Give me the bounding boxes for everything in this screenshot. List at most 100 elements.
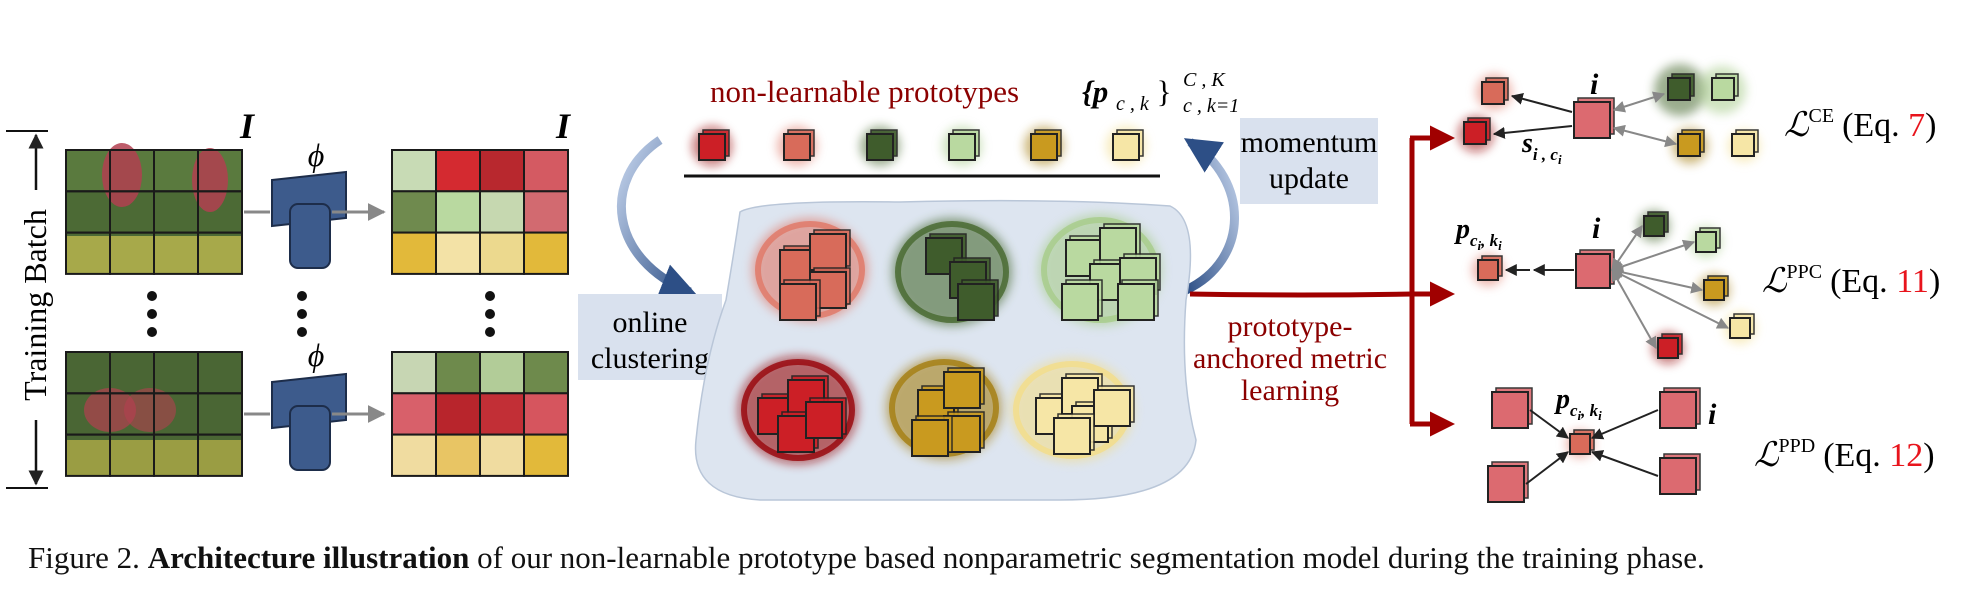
ellipsis-dot <box>147 327 157 337</box>
ellipsis-dot <box>297 291 307 301</box>
feature-cell <box>435 392 481 436</box>
loss-label-ppc: ℒPPC(Eq. 11) <box>1762 261 1940 300</box>
loss-label-ce: ℒCE(Eq. 7) <box>1784 105 1936 144</box>
feature-cell <box>435 190 481 234</box>
prototype-cube <box>783 129 815 161</box>
svg-text:C , K: C , K <box>1183 69 1226 91</box>
embedding-cube <box>957 279 999 321</box>
feature-cell <box>391 433 437 477</box>
class-prototype-cube <box>1729 313 1755 339</box>
class-prototype-cube <box>1463 117 1491 145</box>
training-batch-label: Training Batch <box>17 209 53 401</box>
class-prototype-cube <box>1711 73 1739 101</box>
embedding-cube <box>1053 413 1095 455</box>
feature-cell <box>479 190 525 234</box>
online-clustering-arrow <box>616 136 697 298</box>
prototypes-set-notation: {p c , k } C , K c , k=1 <box>1082 69 1239 117</box>
ellipsis-dot <box>147 291 157 301</box>
pixel-embedding-cube <box>1491 387 1533 429</box>
embedding-cube <box>925 233 967 275</box>
feature-cell <box>391 149 437 193</box>
feature-cell <box>523 149 569 193</box>
ellipsis-dot <box>147 309 157 319</box>
class-prototype-cube <box>1667 73 1695 101</box>
prototypes-label: non-learnable prototypes <box>710 74 1019 109</box>
online-clustering-line1: online <box>613 306 688 339</box>
prototype-cube <box>866 129 898 161</box>
class-prototype-cube <box>1695 227 1721 253</box>
class-prototype-cube <box>1731 129 1759 157</box>
ellipsis-dot <box>297 327 307 337</box>
feature-cell <box>435 149 481 193</box>
feature-cell <box>435 433 481 477</box>
feature-cell <box>391 231 437 275</box>
caption-text: of our non-learnable prototype based non… <box>477 540 1705 575</box>
anchor-prototype-notation: pci, ki <box>1554 384 1602 423</box>
class-prototype-cube <box>1643 211 1669 237</box>
metric-learning-line1: prototype- <box>1228 310 1353 343</box>
input-image-bottom <box>65 351 243 477</box>
class-prototype-cube <box>1703 275 1729 301</box>
feature-cell <box>479 231 525 275</box>
ellipsis-dot <box>485 291 495 301</box>
output-feature-map-top <box>391 149 569 275</box>
training-batch-axis: Training Batch <box>6 130 53 489</box>
embedding-cube <box>809 229 851 271</box>
prototype-cube <box>1112 129 1144 161</box>
figure-caption: Figure 2. Architecture illustration of o… <box>28 538 1968 578</box>
prototype-row <box>692 126 1146 166</box>
svg-text:ℒPPD(Eq. 12): ℒPPD(Eq. 12) <box>1754 435 1935 474</box>
embedding-cube <box>911 415 953 457</box>
architecture-diagram: Training Batch I ϕ ϕ I <box>6 64 1940 503</box>
feature-cell <box>391 392 437 436</box>
momentum-update-box <box>1240 118 1378 204</box>
class-prototype-cube <box>1677 129 1705 157</box>
encoder-bottom: ϕ <box>244 337 386 471</box>
embedding-cube <box>779 279 821 321</box>
loss-ppc-diagram: i pci, ki <box>1454 210 1756 364</box>
feature-cell <box>523 231 569 275</box>
prototype-cube <box>1030 129 1062 161</box>
feature-cell <box>479 149 525 193</box>
anchor-prototype-notation: pci, ki <box>1454 214 1502 253</box>
ellipsis-dot <box>485 327 495 337</box>
loss-ppd-diagram: i pci, ki <box>1487 384 1717 503</box>
svg-text:ℒPPC(Eq. 11): ℒPPC(Eq. 11) <box>1762 261 1940 300</box>
image-symbol-output: I <box>555 106 572 146</box>
feature-cell <box>523 392 569 436</box>
embedding-cube <box>1117 279 1159 321</box>
input-image-top <box>65 143 243 275</box>
feature-cell <box>523 190 569 234</box>
class-prototype-cube <box>1477 255 1503 281</box>
embedding-cube <box>805 397 847 439</box>
momentum-update-line2: update <box>1269 162 1349 195</box>
feature-cell <box>391 190 437 234</box>
embedding-cube <box>1093 385 1135 427</box>
similarity-notation: si , ci <box>1521 128 1562 167</box>
feature-cell <box>523 351 569 395</box>
encoder-top: ϕ <box>244 137 386 269</box>
output-feature-map-bottom <box>391 351 569 477</box>
online-clustering-box <box>578 294 722 380</box>
pixel-embedding-cube <box>1575 249 1615 289</box>
class-prototype-cube <box>1569 429 1595 455</box>
caption-bold: Architecture illustration <box>147 540 470 575</box>
loss-ce-diagram: i si , ci <box>1458 64 1760 167</box>
pixel-symbol: i <box>1590 68 1599 101</box>
feature-cell <box>435 231 481 275</box>
prototype-cube <box>698 129 730 161</box>
pixel-symbol: i <box>1708 398 1717 431</box>
svg-text:c , k=1: c , k=1 <box>1183 95 1239 117</box>
pixel-embedding-cube <box>1659 453 1701 495</box>
feature-cell <box>479 433 525 477</box>
metric-learning-line3: learning <box>1241 374 1339 407</box>
feature-cell <box>479 392 525 436</box>
metric-learning-line2: anchored metric <box>1193 342 1387 375</box>
embedding-cube <box>1061 279 1103 321</box>
class-prototype-cube <box>1657 333 1683 359</box>
feature-cell <box>523 433 569 477</box>
svg-text:ℒCE(Eq. 7): ℒCE(Eq. 7) <box>1784 105 1936 144</box>
prototype-cube <box>948 129 980 161</box>
class-prototype-cube <box>1481 77 1509 105</box>
loss-branch-arrows <box>1189 125 1455 437</box>
